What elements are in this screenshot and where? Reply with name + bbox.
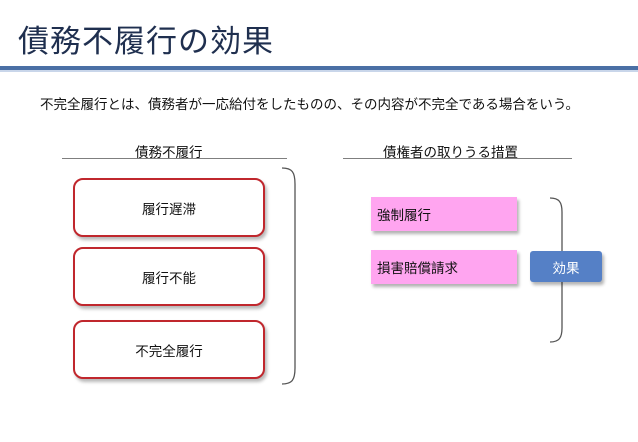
nonperformance-type-box: 不完全履行 <box>73 320 265 379</box>
nonperformance-type-label: 不完全履行 <box>135 343 203 360</box>
remedy-label: 損害賠償請求 <box>377 261 458 277</box>
nonperformance-type-label: 履行遅滞 <box>142 201 196 218</box>
title-rule <box>0 66 638 70</box>
nonperformance-type-label: 履行不能 <box>142 270 196 287</box>
title-rule-shadow <box>0 70 638 72</box>
nonperformance-type-box: 履行不能 <box>73 247 265 306</box>
left-column-rule <box>62 158 287 159</box>
definition-text: 不完全履行とは、債務者が一応給付をしたものの、その内容が不完全である場合をいう。 <box>40 97 580 113</box>
left-group-bracket <box>281 167 296 385</box>
remedy-box: 強制履行 <box>371 197 517 231</box>
remedy-label: 強制履行 <box>377 208 431 224</box>
right-column-heading: 債権者の取りうる措置 <box>383 145 518 161</box>
remedy-box: 損害賠償請求 <box>371 250 517 284</box>
effect-label: 効果 <box>552 260 580 277</box>
slide-title: 債務不履行の効果 <box>18 24 274 60</box>
left-column-heading: 債務不履行 <box>135 145 203 161</box>
nonperformance-type-box: 履行遅滞 <box>73 178 265 237</box>
effect-box: 効果 <box>530 251 602 282</box>
right-column-rule <box>343 158 572 159</box>
